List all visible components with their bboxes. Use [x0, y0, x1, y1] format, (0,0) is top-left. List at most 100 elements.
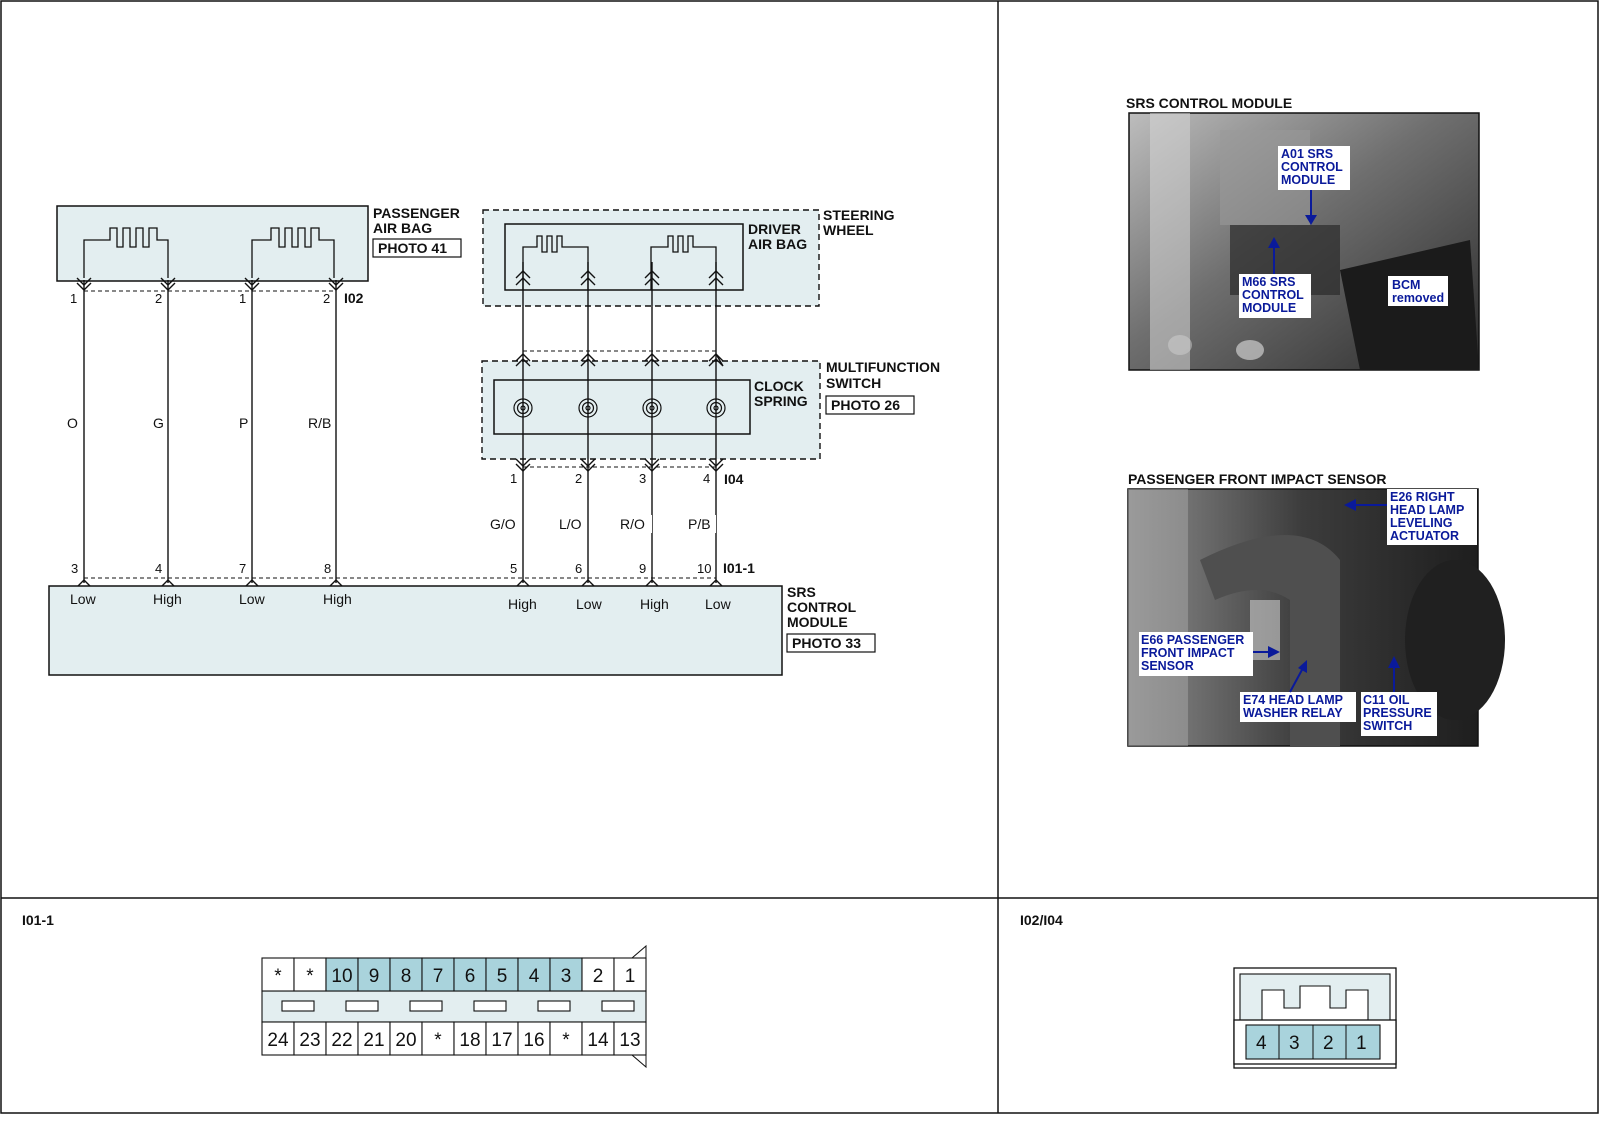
i01-1-pin: 7 — [239, 561, 246, 576]
a01-callout-line: CONTROL — [1281, 160, 1343, 174]
driver-airbag-label-2: AIR BAG — [748, 236, 807, 252]
i02-face-pin: 2 — [1323, 1033, 1334, 1054]
connector-key-slot — [473, 1000, 507, 1012]
i02-pin: 2 — [323, 291, 330, 306]
srs-module-label-2: CONTROL — [787, 599, 857, 615]
srs-module-label-3: MODULE — [787, 614, 848, 630]
connector-i01-1-title: I01-1 — [22, 912, 54, 928]
i01-1-cavity-number: * — [306, 966, 314, 987]
i01-1-cavity — [357, 1021, 391, 1056]
driver-airbag — [504, 223, 744, 291]
e66-callout-line: E66 PASSENGER — [1141, 633, 1244, 647]
i01-1-cavity-number: 5 — [497, 966, 508, 987]
i04-pin: 4 — [703, 471, 710, 486]
wire-color-label: R/O — [620, 516, 645, 532]
i01-1-cavity — [261, 1021, 295, 1056]
wire-color-label: P/B — [688, 516, 711, 532]
multifunction-switch-label-1: MULTIFUNCTION — [826, 359, 940, 375]
connector-key-slot — [409, 1000, 443, 1012]
i01-1-cavity-number: * — [562, 1030, 570, 1051]
multifunction-switch: CLOCK SPRING MULTIFUNCTION SWITCH PHOTO … — [481, 359, 940, 460]
photo-33-label: PHOTO 33 — [792, 635, 861, 651]
e66-callout-line: SENSOR — [1141, 659, 1194, 673]
arrow-icon — [1388, 656, 1400, 668]
signal-level: Low — [239, 591, 266, 607]
signal-level: Low — [70, 591, 97, 607]
i01-1-pin: 8 — [324, 561, 331, 576]
m66-callout-line: M66 SRS — [1242, 275, 1296, 289]
photo-41-box — [372, 238, 462, 258]
arrow-icon — [1298, 660, 1307, 673]
srs-control-module: Low High Low High High Low High Low SRS … — [48, 584, 876, 676]
i01-1-cavity-number: 23 — [299, 1030, 320, 1051]
i02-pin: 2 — [155, 291, 162, 306]
steering-wheel: DRIVER AIR BAG STEERING WHEEL — [482, 207, 895, 307]
multifunction-switch-label-2: SWITCH — [826, 375, 881, 391]
i01-1-cavity-number: 22 — [331, 1030, 352, 1051]
photo-sensor-callouts: E26 RIGHT HEAD LAMP LEVELING ACTUATOR E6… — [1139, 489, 1477, 736]
i01-1-connector-id: I01-1 — [723, 560, 755, 576]
i01-1-cavity — [485, 1021, 519, 1056]
i01-1-pin: 4 — [155, 561, 162, 576]
i01-1-cavity — [261, 957, 295, 992]
i01-1-pin: 10 — [697, 561, 711, 576]
wire-color-label: G/O — [490, 516, 516, 532]
i01-1-pin: 3 — [71, 561, 78, 576]
signal-level: High — [153, 591, 182, 607]
c11-callout-line: C11 OIL — [1363, 693, 1410, 707]
srs-module-label-1: SRS — [787, 584, 816, 600]
i01-1-cavity-number: 4 — [529, 966, 540, 987]
i04-connector-id: I04 — [724, 471, 744, 487]
i01-1-cavity-number: 21 — [363, 1030, 384, 1051]
m66-callout-line: CONTROL — [1242, 288, 1304, 302]
passenger-airbag-label-1: PASSENGER — [373, 205, 460, 221]
signal-level: High — [640, 596, 669, 612]
photo-41-label: PHOTO 41 — [378, 240, 447, 256]
i01-1-cavity — [453, 957, 487, 992]
i01-1-cavity — [517, 957, 551, 992]
i02-face-pin: 1 — [1356, 1033, 1367, 1054]
i01-1-cavity — [357, 957, 391, 992]
e26-callout-line: LEVELING — [1390, 516, 1453, 530]
connector-i02-i04-title: I02/I04 — [1020, 912, 1063, 928]
page-frame — [0, 0, 1599, 1114]
wire-color-label: P — [239, 415, 248, 431]
i01-1-cavity-number: 2 — [593, 966, 604, 987]
driver-airbag-squib-right — [650, 235, 717, 290]
arrow-icon — [1268, 237, 1280, 248]
clock-spring-label-1: CLOCK — [754, 378, 804, 394]
left-wires — [76, 277, 344, 588]
i01-1-cavity-number: 16 — [523, 1030, 544, 1051]
i01-1-cavity — [613, 957, 647, 992]
clock-spring-label-2: SPRING — [754, 393, 808, 409]
wire-color-label: R/B — [308, 415, 331, 431]
photo-26-label: PHOTO 26 — [831, 397, 900, 413]
i01-1-cavity-number: 10 — [331, 966, 352, 987]
i01-1-cavity — [293, 1021, 327, 1056]
i01-1-cavity — [293, 957, 327, 992]
right-wires — [515, 262, 724, 588]
e26-callout-line: HEAD LAMP — [1390, 503, 1464, 517]
i01-1-cavity — [389, 1021, 423, 1056]
passenger-airbag-label-2: AIR BAG — [373, 220, 432, 236]
i01-1-cavity-number: 17 — [491, 1030, 512, 1051]
connector-key-row — [261, 990, 647, 1023]
i01-1-cavity-number: 20 — [395, 1030, 416, 1051]
i01-1-cavity — [517, 1021, 551, 1056]
passenger-airbag-squib-right — [251, 227, 335, 278]
signal-level: Low — [705, 596, 732, 612]
i01-1-cavity-number: 1 — [625, 966, 636, 987]
i02-face-pin: 3 — [1289, 1033, 1300, 1054]
connector-key-slot — [601, 1000, 635, 1012]
i01-1-cavity — [613, 1021, 647, 1056]
photo-33-box — [786, 633, 876, 653]
e26-callout-line: E26 RIGHT — [1390, 490, 1455, 504]
steering-wheel-label-2: WHEEL — [823, 222, 874, 238]
i01-1-cavity-number: 13 — [619, 1030, 640, 1051]
i01-1-cavity-number: 24 — [267, 1030, 289, 1051]
connector-key-slot — [537, 1000, 571, 1012]
photo-sensor-title: PASSENGER FRONT IMPACT SENSOR — [1128, 471, 1387, 487]
c11-callout-line: SWITCH — [1363, 719, 1412, 733]
e26-callout-line: ACTUATOR — [1390, 529, 1459, 543]
i04-pin: 1 — [510, 471, 517, 486]
